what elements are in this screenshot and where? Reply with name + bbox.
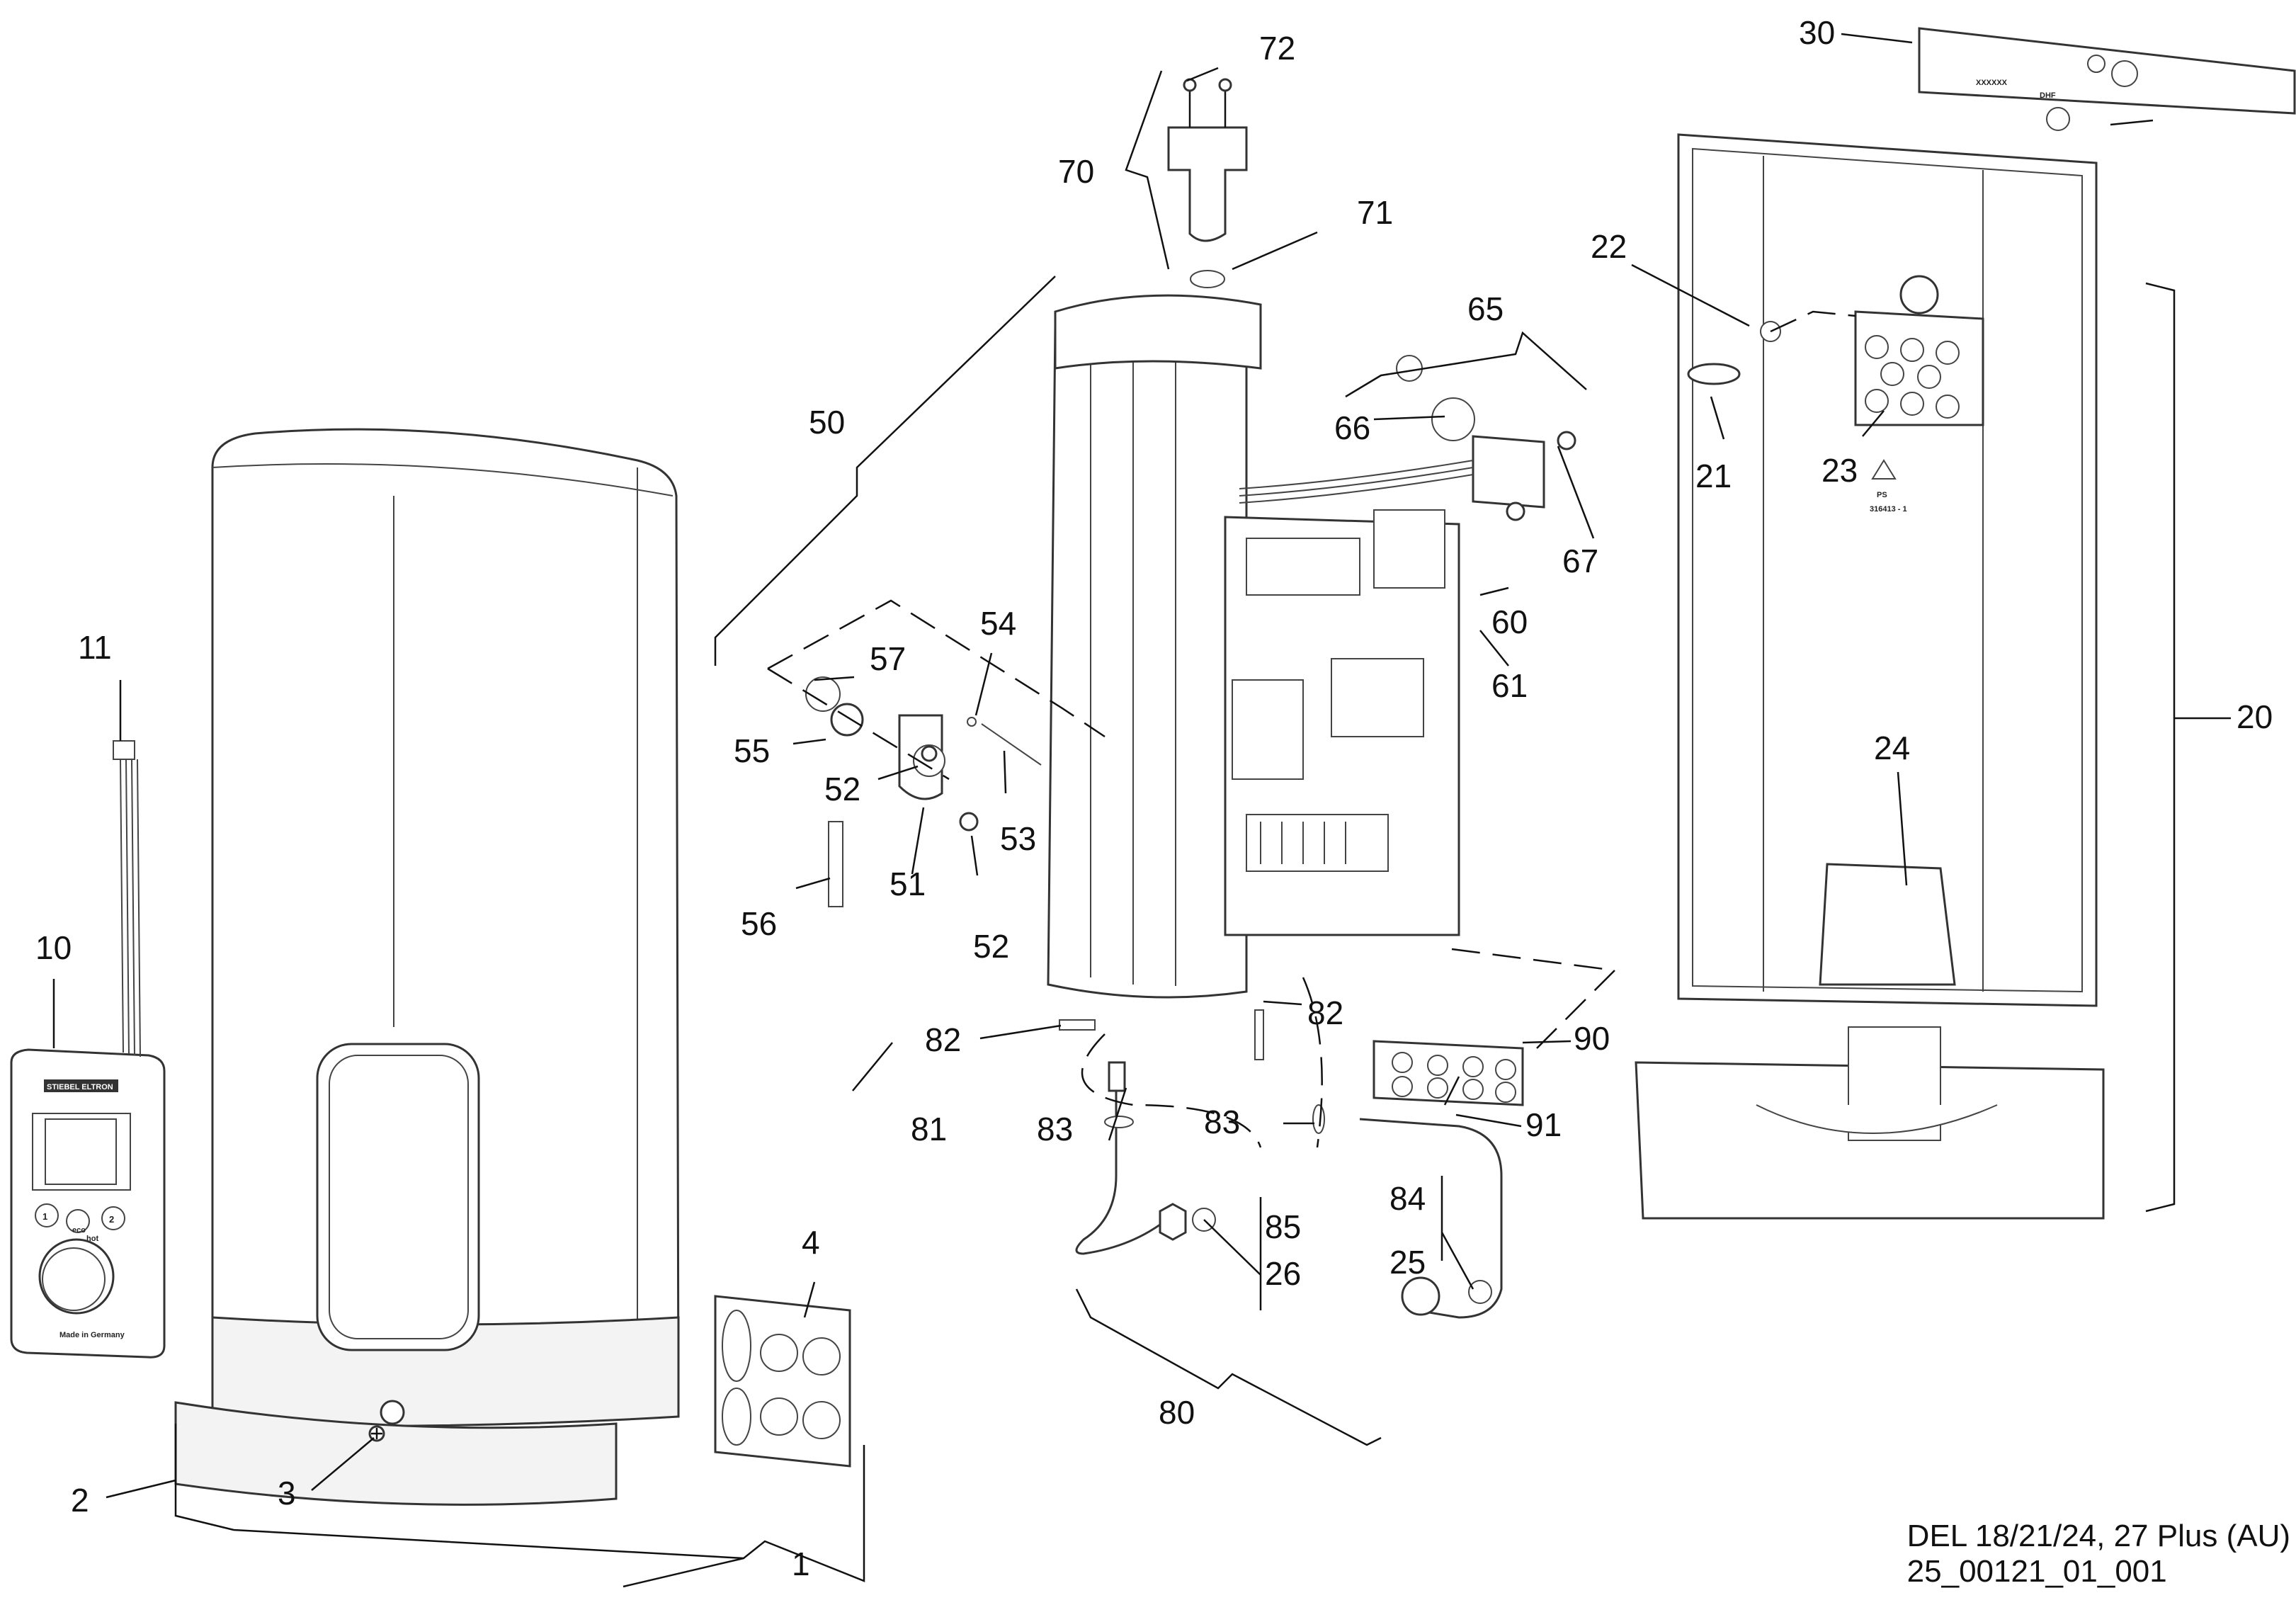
callout-55: 55 — [734, 732, 770, 769]
callout-61: 61 — [1491, 667, 1528, 704]
callout-52b: 52 — [973, 928, 1009, 965]
callout-2: 2 — [71, 1482, 89, 1519]
callout-60: 60 — [1491, 603, 1528, 640]
callout-50: 50 — [809, 404, 845, 441]
callout-72: 72 — [1259, 30, 1295, 67]
callout-65: 65 — [1467, 290, 1504, 327]
callout-71: 71 — [1357, 194, 1393, 231]
made-in-marking: Made in Germany — [59, 1331, 125, 1339]
callout-labels: 1 2 3 4 10 11 20 21 22 23 24 25 26 30 50… — [35, 14, 2273, 1582]
callout-85: 85 — [1265, 1208, 1301, 1245]
callout-70: 70 — [1058, 153, 1094, 190]
callout-1: 1 — [792, 1546, 810, 1582]
callout-22: 22 — [1591, 228, 1627, 265]
mounting-plate: XXXXXX DHF — [1918, 27, 2296, 131]
callout-81: 81 — [911, 1111, 947, 1147]
callout-80: 80 — [1159, 1394, 1195, 1431]
screw-3 — [368, 1425, 385, 1442]
callout-91: 91 — [1525, 1106, 1562, 1143]
callout-23: 23 — [1822, 452, 1858, 489]
callout-30: 30 — [1799, 14, 1835, 51]
flow-sensor — [1167, 78, 1248, 288]
callout-25: 25 — [1389, 1244, 1426, 1281]
callout-11: 11 — [78, 629, 112, 666]
callout-52a: 52 — [824, 771, 860, 807]
plate-mark: DHF — [2040, 91, 2056, 100]
grommet-plate — [714, 1295, 851, 1468]
back-code-marking: 316413 - 1 — [1870, 505, 1907, 514]
drawing-number: 25_00121_01_001 — [1906, 1554, 2167, 1589]
back-panel: PS 316413 - 1 — [1635, 133, 2105, 1220]
callout-82b: 82 — [1307, 994, 1343, 1031]
terminal-block — [1373, 1040, 1524, 1106]
bottom-cover — [174, 1401, 618, 1506]
callout-51: 51 — [890, 866, 926, 902]
callout-90: 90 — [1574, 1020, 1610, 1057]
callout-4: 4 — [802, 1224, 820, 1261]
callout-83a: 83 — [1037, 1111, 1073, 1147]
callout-24: 24 — [1874, 730, 1910, 766]
callout-20: 20 — [2237, 698, 2273, 735]
callout-82a: 82 — [925, 1021, 961, 1058]
callout-67: 67 — [1562, 543, 1598, 579]
callout-10: 10 — [35, 929, 72, 966]
ntc-harness — [1239, 355, 1576, 521]
callout-83b: 83 — [1204, 1104, 1240, 1140]
material-marking: PS — [1877, 491, 1887, 499]
model-name: DEL 18/21/24, 27 Plus (AU) — [1906, 1519, 2290, 1553]
callout-84: 84 — [1389, 1180, 1426, 1217]
callout-53: 53 — [1000, 820, 1036, 857]
plate-code-marking: XXXXXX — [1976, 79, 2008, 87]
button-2-marking: 2 — [109, 1214, 114, 1225]
callout-57: 57 — [870, 640, 906, 677]
brand-marking: STIEBEL ELTRON — [47, 1083, 113, 1091]
callout-66: 66 — [1334, 409, 1370, 446]
callout-21: 21 — [1695, 458, 1732, 494]
callout-3: 3 — [278, 1475, 296, 1512]
leader-lines — [52, 33, 2231, 1588]
callout-56: 56 — [741, 905, 777, 942]
cover-assembly — [211, 428, 680, 1427]
heater-assembly — [1047, 294, 1460, 999]
eco-marking: eco — [72, 1226, 86, 1235]
button-1-marking: 1 — [42, 1211, 47, 1222]
callout-54: 54 — [980, 605, 1016, 642]
callout-26: 26 — [1265, 1255, 1301, 1292]
ribbon-cable — [113, 740, 141, 1057]
pipes — [1059, 1009, 1503, 1319]
drawing-caption: DEL 18/21/24, 27 Plus (AU) 25_00121_01_0… — [1907, 1519, 2290, 1589]
control-panel: STIEBEL ELTRON 1 eco 2 hot Made in Germa… — [10, 1048, 166, 1359]
